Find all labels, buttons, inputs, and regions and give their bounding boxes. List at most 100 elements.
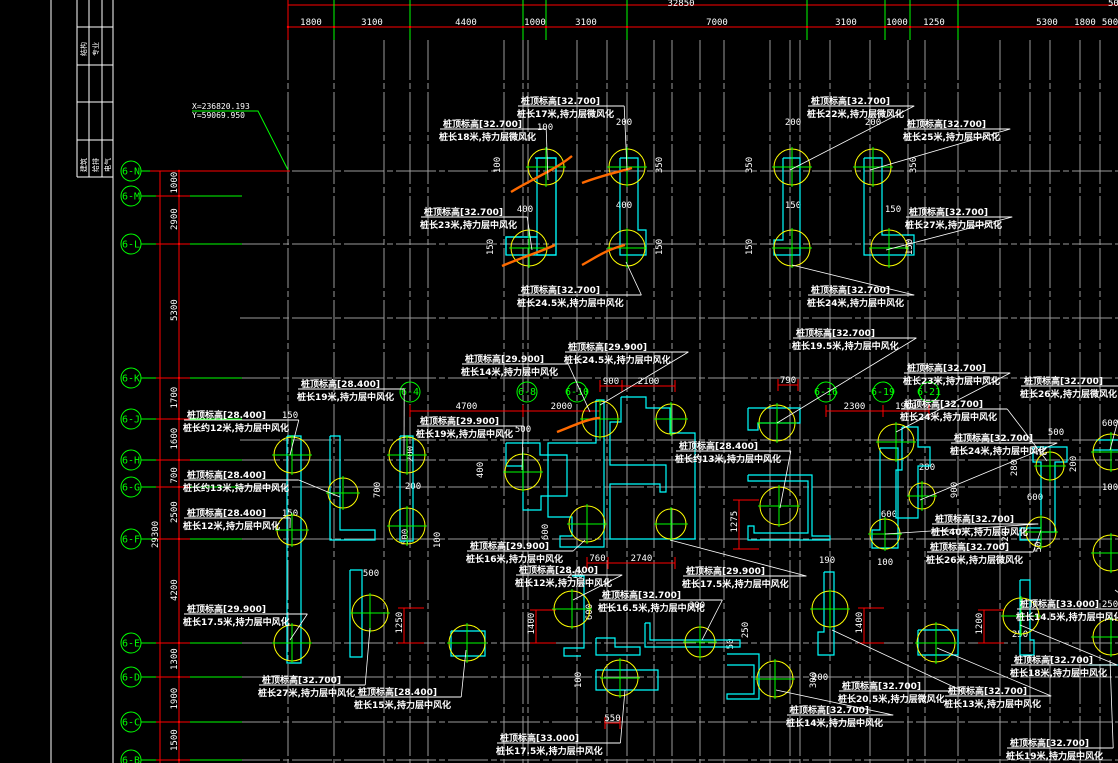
leader-line xyxy=(620,689,626,744)
pile-length-note: 桩长27米,持力层中风化 xyxy=(905,219,1002,231)
offset-dimension-text: 200 xyxy=(616,118,632,128)
offset-dimension-text: 150 xyxy=(282,411,298,421)
offset-dimension-text: 300 xyxy=(689,601,705,611)
offset-dimension-text: 400 xyxy=(616,201,632,211)
pile-cap-outline xyxy=(863,157,915,256)
dim-tick xyxy=(286,25,290,29)
pile-top-elevation: 桩顶标高[32.700] xyxy=(842,680,921,692)
axis-bubble-6-4 xyxy=(399,381,421,403)
offset-dimension-text: 200 xyxy=(865,118,881,128)
dimension-text-vertical: 4200 xyxy=(170,579,180,601)
pile-length-note: 桩长24.5米,持力层中风化 xyxy=(564,354,671,366)
axis-label: 6-4 xyxy=(401,387,419,398)
dimension-text: 900 xyxy=(603,377,619,387)
offset-dimension-text: 600 xyxy=(881,510,897,520)
pile-length-note: 桩长24米,持力层中风化 xyxy=(950,445,1047,457)
leader-line xyxy=(1006,408,1048,462)
dimension-text: 4400 xyxy=(455,18,477,28)
pile-top-elevation: 桩顶标高[29.900] xyxy=(686,565,765,577)
pile-top-elevation: 桩顶标高[28.400] xyxy=(187,409,266,421)
axis-bubble-6-16 xyxy=(815,381,837,403)
pile-top-elevation: 桩顶标高[29.900] xyxy=(470,540,549,552)
pile-top-elevation: 桩顶标高[32.700] xyxy=(790,704,869,716)
pile-length-note: 桩长23米,持力层中风化 xyxy=(903,375,1000,387)
leader-line xyxy=(289,419,300,456)
axis-bubble-6-b xyxy=(120,749,142,763)
dim-tick xyxy=(332,25,336,29)
leader-line xyxy=(521,425,524,471)
pile-length-note: 桩长17.5米,持力层中风化 xyxy=(496,745,603,757)
leader-line xyxy=(789,105,915,171)
pile-cap-outline xyxy=(595,637,641,656)
leader-line xyxy=(623,105,628,171)
offset-dimension-text: 150 xyxy=(282,509,298,519)
leader-line xyxy=(895,372,1011,433)
dimension-text: 5300 xyxy=(1036,18,1058,28)
leader-line xyxy=(869,128,1011,171)
dimension-text: 1900 xyxy=(895,402,917,412)
leader-line xyxy=(885,216,1013,251)
piles xyxy=(272,147,1118,699)
dimension-text-vertical: 1300 xyxy=(170,648,180,670)
pile-top-elevation: 桩顶标高[28.400] xyxy=(358,686,437,698)
dimension-text: 500 xyxy=(1102,18,1118,28)
pile-cap-outline xyxy=(547,399,605,548)
axis-bubble-6-8 xyxy=(516,381,538,403)
pile-cap-outline xyxy=(726,653,760,700)
leader-line xyxy=(1109,418,1118,451)
dimension-text-vertical: 1400 xyxy=(527,613,537,635)
leader-line xyxy=(1032,529,1042,553)
pile-top-elevation: 桩顶标高[29.900] xyxy=(568,341,647,353)
pile-cap-outline xyxy=(917,629,959,656)
offset-dimension-text: 400 xyxy=(476,462,486,478)
offset-dimension-text: 300 xyxy=(809,672,819,688)
axis-label: 6-B xyxy=(122,756,140,763)
dimension-text: 1000 xyxy=(524,18,546,28)
offset-dimension-text: 150 xyxy=(885,205,901,215)
leader-line xyxy=(460,649,467,698)
pile-length-note: 桩长15米,持力层中风化 xyxy=(354,699,451,711)
annotations: 桩顶标高[32.700]桩长18米,持力层微风化桩顶标高[32.700]桩长17… xyxy=(183,95,1118,762)
offset-dimension-text: 500 xyxy=(401,529,411,545)
axis-label: 6-C xyxy=(122,718,140,729)
pile-length-note: 桩长18米,持力层微风化 xyxy=(439,131,536,143)
pile-length-note: 桩长24米,持力层中风化 xyxy=(807,297,904,309)
axis-label: 6-16 xyxy=(814,387,838,398)
dim-tick xyxy=(177,758,181,762)
offset-dimension-text: 150 xyxy=(486,239,496,255)
axis-label: 6-19 xyxy=(871,387,895,398)
offset-dimension-text: 200 xyxy=(406,446,416,462)
offset-dimension-text: 600 xyxy=(1027,493,1043,503)
axis-bubble-6-e xyxy=(120,632,142,654)
leader-line xyxy=(625,261,642,296)
leader-line xyxy=(298,479,341,498)
offset-dimension-text: 100 xyxy=(537,123,553,133)
dim-tick xyxy=(177,376,181,380)
pile-length-note: 桩长19米,持力层中风化 xyxy=(416,428,513,440)
dimension-text: 500 xyxy=(1108,0,1118,9)
dimension-text: 4700 xyxy=(456,402,478,412)
pile-cap-outline xyxy=(817,571,835,656)
offset-dimension-text: 200 xyxy=(812,673,828,683)
offset-dimension-text: 100 xyxy=(493,157,503,173)
axis-bubble-6-n xyxy=(120,160,142,182)
axis-bubble-6-g xyxy=(120,476,142,498)
pile-length-note: 桩长12米,持力层中风化 xyxy=(515,577,612,589)
pile-top-elevation: 桩顶标高[29.900] xyxy=(187,603,266,615)
offset-dimension-text: 900 xyxy=(950,482,960,498)
dimension-text: 2000 xyxy=(551,402,573,412)
pile-top-elevation: 桩顶标高[28.400] xyxy=(187,507,266,519)
dimension-text-vertical: 1500 xyxy=(170,729,180,751)
axis-bubble-6-f xyxy=(120,528,142,550)
pile-top-elevation: 桩顶标高[32.700] xyxy=(424,206,503,218)
dim-tick xyxy=(177,641,181,645)
pile-length-note: 桩长14.5米,持力层中风化 xyxy=(1016,611,1118,623)
pile-top-elevation: 桩顶标高[32.700] xyxy=(1014,654,1093,666)
dimension-text: 2100 xyxy=(638,377,660,387)
offset-dimension-text: 150 xyxy=(745,239,755,255)
pile-top-elevation: 桩顶标高[32.700] xyxy=(521,95,600,107)
axis-bubble-6-j xyxy=(120,408,142,430)
dimension-text: 1250 xyxy=(923,18,945,28)
axis-label: 6-8 xyxy=(518,387,536,398)
